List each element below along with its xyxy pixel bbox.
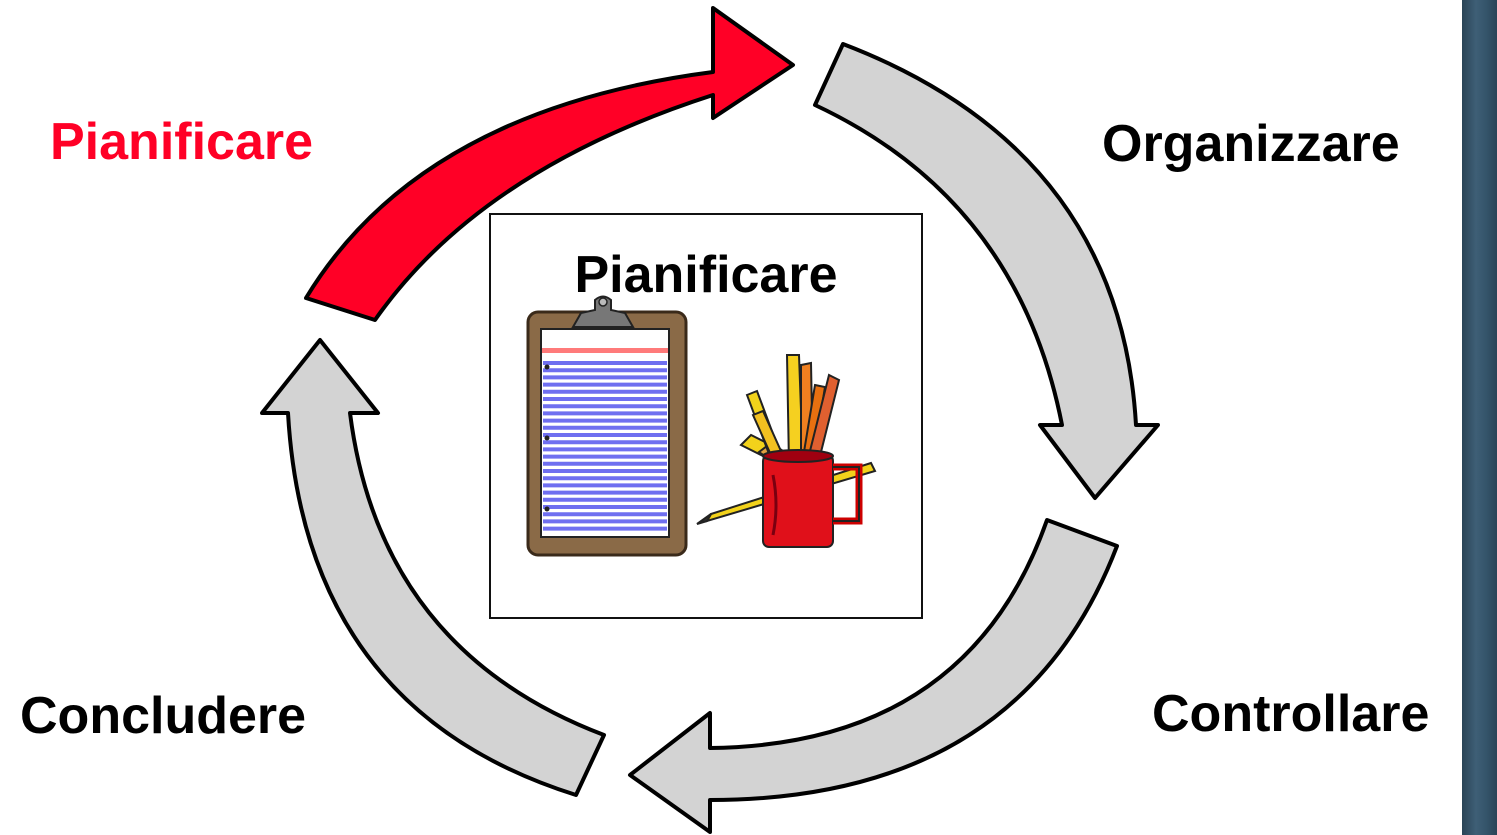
pencil-cup-icon bbox=[696, 354, 877, 548]
arrow-plan bbox=[304, 6, 795, 322]
step-label-plan: Pianificare bbox=[50, 113, 314, 171]
step-label-organize: Organizzare bbox=[1102, 115, 1400, 173]
step-label-control: Controllare bbox=[1152, 685, 1430, 743]
arrow-organize bbox=[813, 42, 1160, 500]
center-illustration bbox=[526, 295, 877, 557]
arrow-control bbox=[628, 518, 1119, 834]
arrow-conclude bbox=[260, 338, 606, 797]
center-panel: Pianificare bbox=[489, 213, 923, 619]
center-title: Pianificare bbox=[574, 246, 838, 304]
background-edge-strip bbox=[1462, 0, 1497, 835]
clipboard-icon bbox=[526, 295, 688, 557]
step-label-conclude: Concludere bbox=[20, 687, 307, 745]
